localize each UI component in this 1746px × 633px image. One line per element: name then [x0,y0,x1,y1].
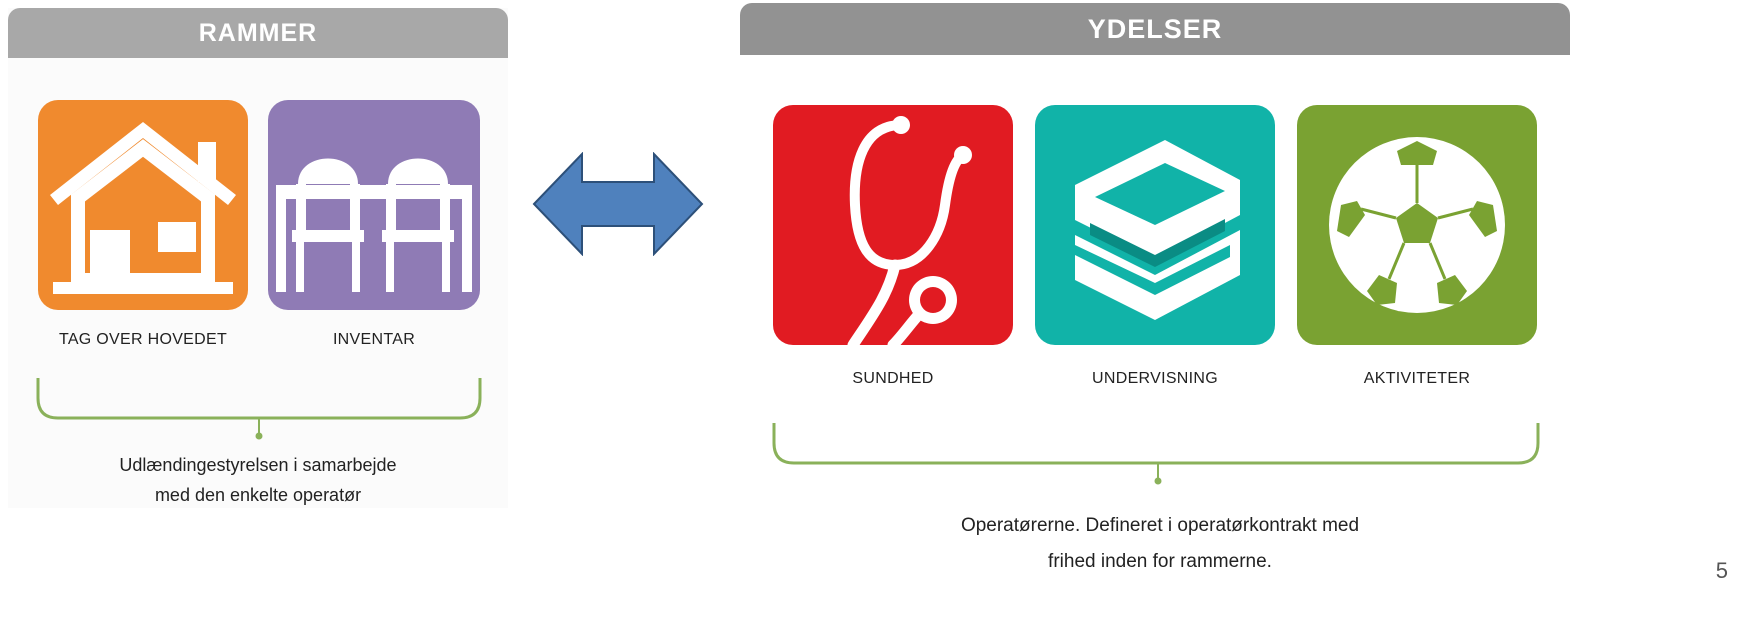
rammer-panel: RAMMER TAG OVER HOVEDET [8,8,508,508]
ydelser-brace [772,423,1540,485]
ydelser-caption-line1: Operatørerne. Defineret i operatørkontra… [960,515,1360,536]
stethoscope-icon [847,116,972,345]
undervisning-tile [1035,105,1275,345]
soccer-ball-icon [1329,137,1505,313]
ydelser-caption: Operatørerne. Defineret i operatørkontra… [840,508,1480,580]
rammer-brace [36,378,482,440]
double-arrow-icon [532,152,704,256]
ydelser-panel: YDELSER SUNDHED UNDERVISNING [740,3,1570,633]
tag-over-hovedet-tile [38,100,248,310]
rammer-caption-line2: med den enkelte operatør [154,485,362,505]
aktiviteter-tile [1297,105,1537,345]
page-number: 5 [1715,558,1728,583]
rammer-caption-line1: Udlændingestyrelsen i samarbejde [119,455,397,475]
ydelser-caption-line2: frihed inden for rammerne. [1048,551,1272,572]
inventar-label: INVENTAR [332,331,416,348]
chairs-icon [276,158,472,292]
rammer-header: RAMMER [8,8,508,58]
sundhed-label: SUNDHED [852,370,934,387]
house-icon [50,122,236,294]
inventar-tile [268,100,480,310]
tag-over-hovedet-label: TAG OVER HOVEDET [58,331,228,348]
books-icon [1075,140,1240,320]
aktiviteter-label: AKTIVITETER [1363,370,1471,387]
rammer-caption: Udlændingestyrelsen i samarbejde med den… [28,450,488,510]
sundhed-tile [773,105,1013,345]
undervisning-label: UNDERVISNING [1092,370,1218,387]
ydelser-header: YDELSER [740,3,1570,55]
